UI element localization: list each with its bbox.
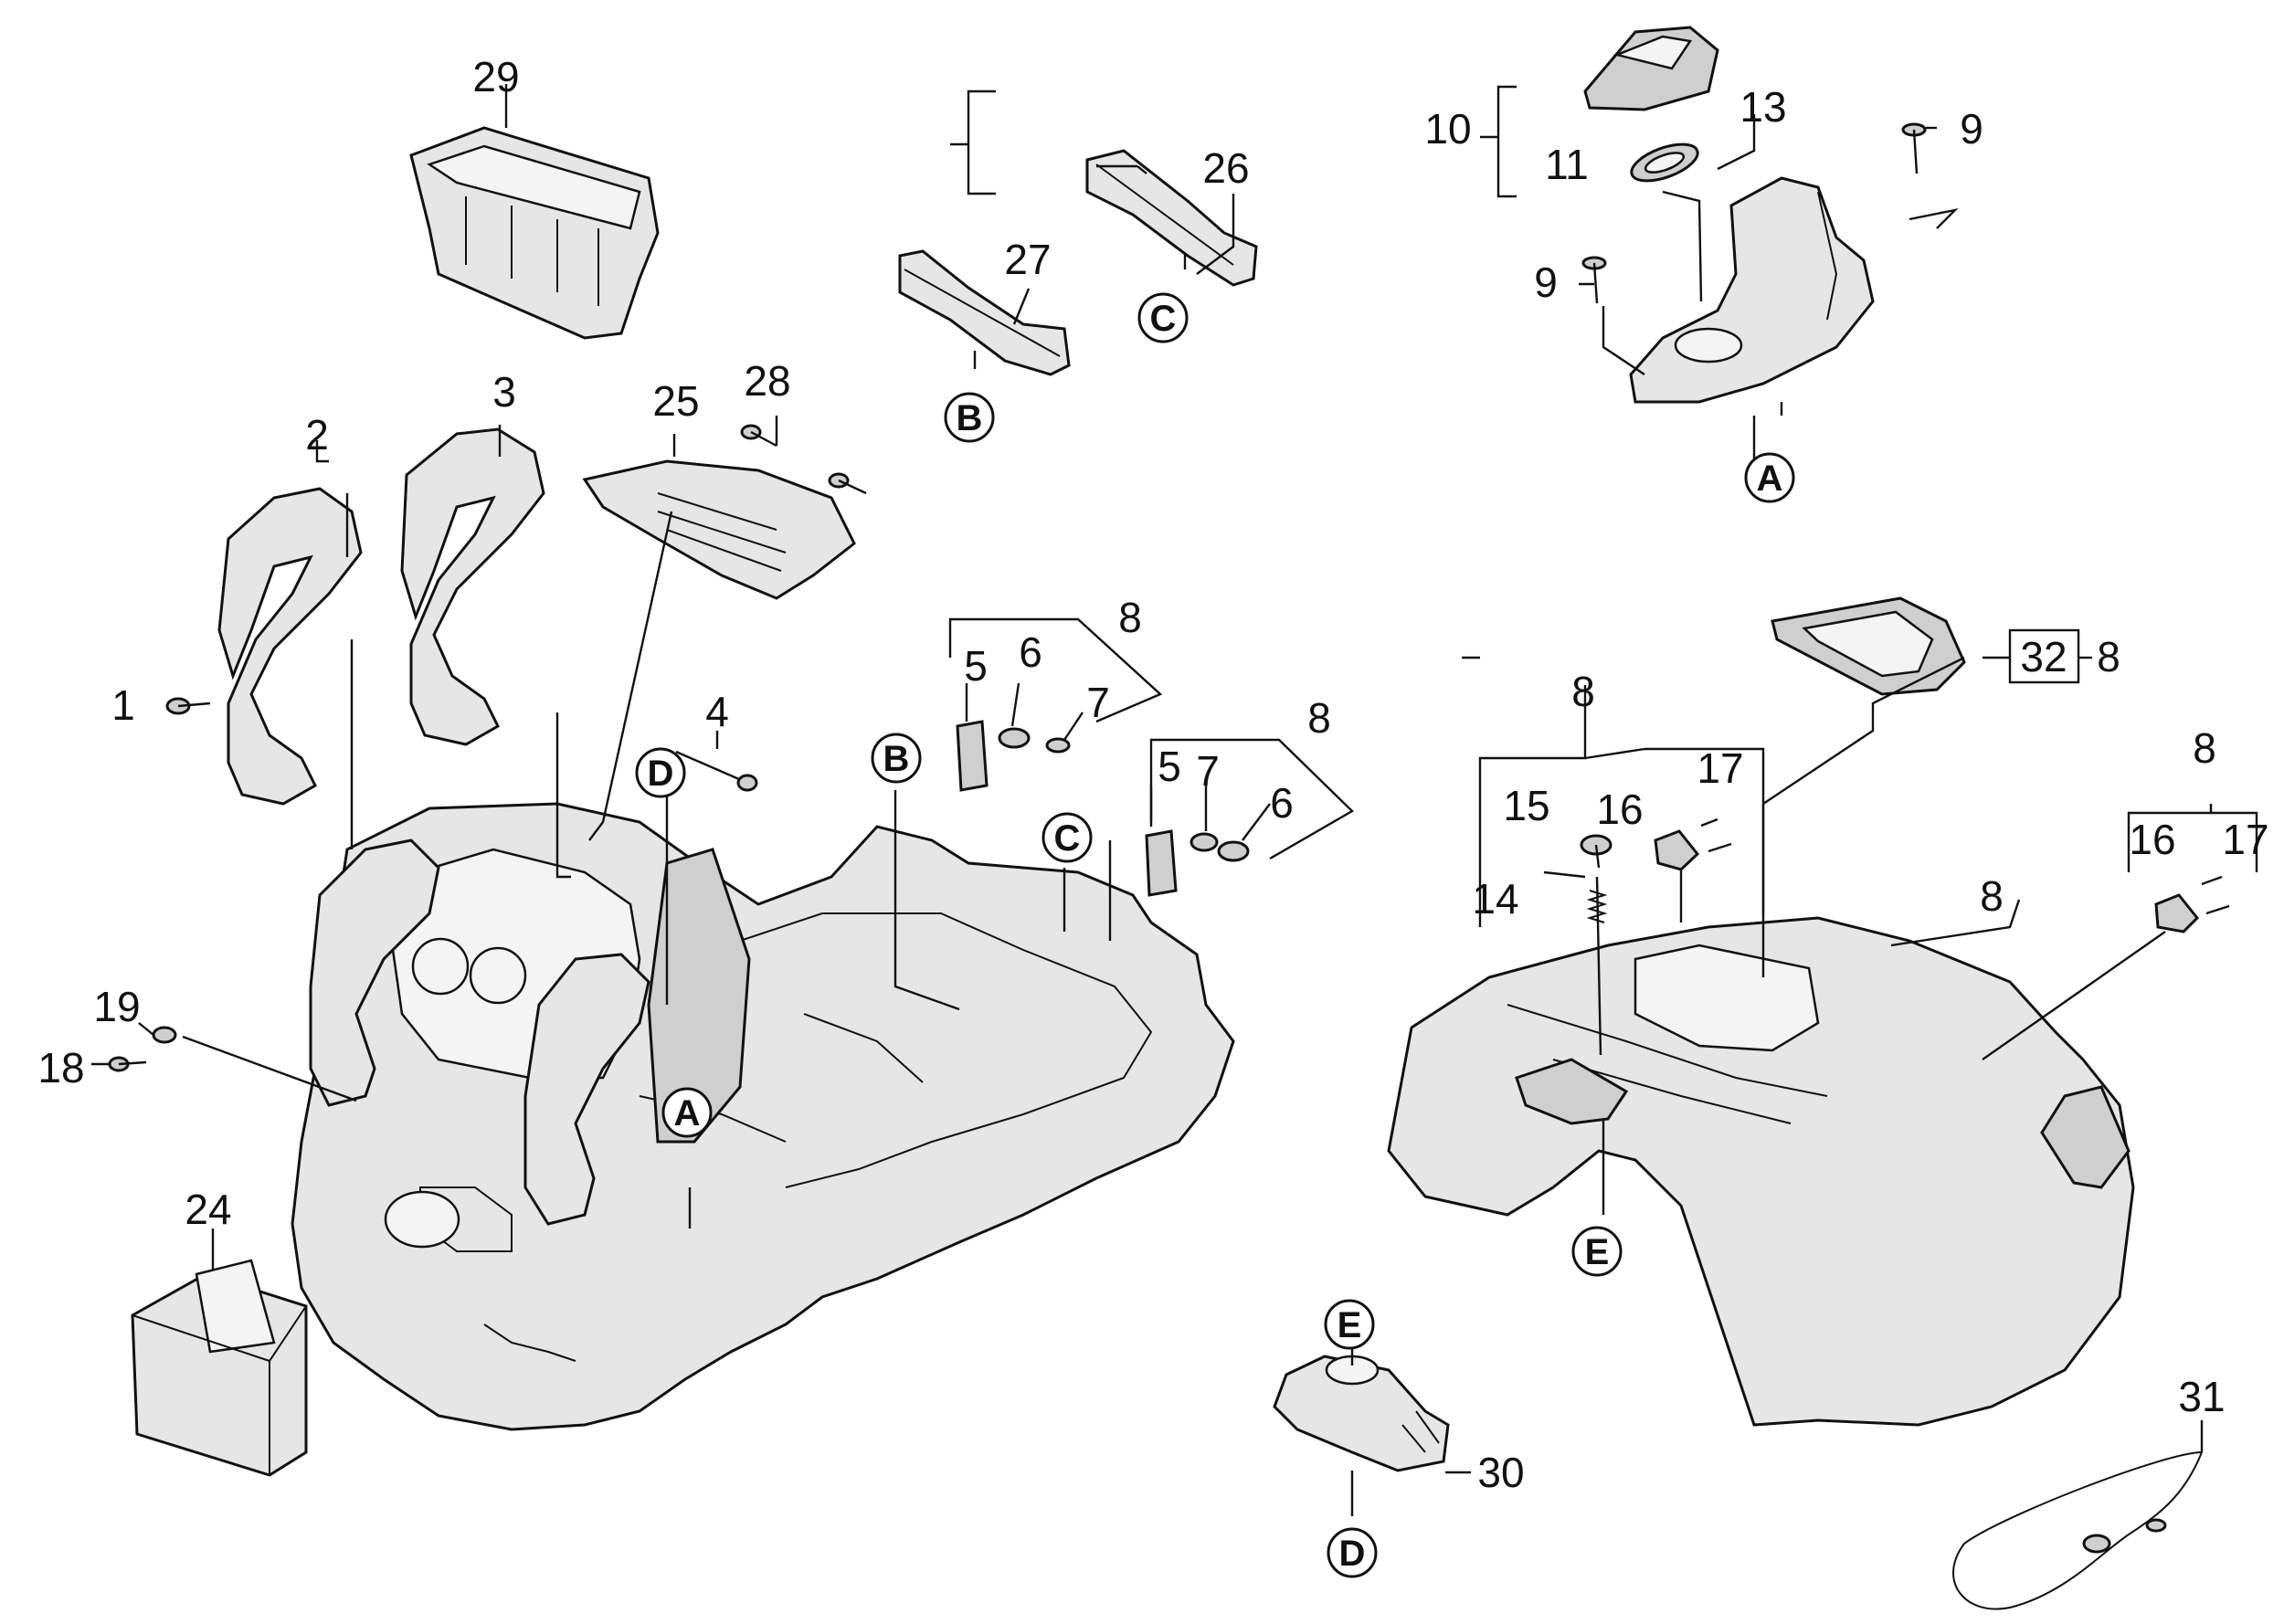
part-6-7-latch-pins-left xyxy=(998,727,1071,754)
label-11: 11 xyxy=(1545,141,1589,188)
handle-assembled-right xyxy=(523,953,650,1226)
svg-text:B: B xyxy=(883,739,910,779)
svg-text:D: D xyxy=(1339,1534,1366,1574)
part-13-housing xyxy=(1629,176,1875,404)
label-32: 32 xyxy=(2020,633,2067,680)
svg-text:A: A xyxy=(1757,459,1783,499)
part-5-latch-left xyxy=(956,720,989,792)
part-32-frame xyxy=(1771,596,1966,696)
label-9-right: 9 xyxy=(1960,105,1983,153)
part-15-button xyxy=(1580,834,1613,869)
label-5-right: 5 xyxy=(1158,743,1181,790)
label-15: 15 xyxy=(1503,782,1549,829)
label-8-frame: 8 xyxy=(2097,633,2120,680)
part-11-ring xyxy=(1630,142,1699,183)
label-8-mid-group: 8 xyxy=(1307,694,1331,742)
connector-D-base: D xyxy=(635,747,686,798)
svg-text:C: C xyxy=(1054,818,1081,859)
part-18-screw xyxy=(108,1056,147,1072)
connector-C-base: C xyxy=(1042,812,1093,863)
label-16-right: 16 xyxy=(2129,816,2175,863)
svg-text:E: E xyxy=(1338,1305,1362,1345)
center-panel xyxy=(647,848,751,1144)
label-1: 1 xyxy=(111,681,135,729)
part-4-pin xyxy=(675,750,758,792)
label-32-box xyxy=(2008,628,2092,684)
part-26-bracket xyxy=(1085,149,1258,287)
label-8-left-group: 8 xyxy=(1118,594,1142,641)
label-3: 3 xyxy=(492,368,516,416)
main-hood-cover xyxy=(1387,916,2135,1427)
label-7-left: 7 xyxy=(1086,679,1110,726)
label-17-left: 17 xyxy=(1697,744,1743,792)
connector-D-valve: D xyxy=(1327,1527,1378,1578)
svg-text:C: C xyxy=(1150,299,1177,339)
label-8-right-group: 8 xyxy=(2193,724,2216,772)
part-3-handle xyxy=(400,427,545,746)
label-10: 10 xyxy=(1424,105,1471,153)
label-24: 24 xyxy=(185,1186,231,1233)
label-4: 4 xyxy=(705,688,729,735)
connector-A-top: A xyxy=(1744,452,1795,503)
part-27-bracket xyxy=(898,249,1071,376)
label-13: 13 xyxy=(1739,83,1786,131)
label-18: 18 xyxy=(37,1044,84,1091)
part-25-cover xyxy=(582,459,856,600)
label-6-left: 6 xyxy=(1019,628,1042,676)
handle-assembled-left xyxy=(309,838,440,1107)
label-5-left: 5 xyxy=(964,642,988,690)
label-30: 30 xyxy=(1477,1449,1524,1496)
part-29-storage-tray xyxy=(409,126,660,340)
part-24-box xyxy=(131,1259,308,1477)
part-9-screw-right xyxy=(1901,122,1927,174)
connector-B-base: B xyxy=(871,733,922,784)
part-9-screw-left xyxy=(1581,256,1607,304)
part-2-handle xyxy=(217,487,363,806)
label-28: 28 xyxy=(744,357,790,405)
bracket-10-11 xyxy=(1480,85,1517,198)
part-6-7-latch-pins-right xyxy=(1190,832,1250,862)
part-5-latch-right xyxy=(1145,829,1178,897)
label-29: 29 xyxy=(472,53,519,100)
label-26: 26 xyxy=(1202,144,1249,192)
svg-text:D: D xyxy=(648,754,674,794)
part-31-cable xyxy=(1952,1451,2203,1610)
part-28-screws xyxy=(740,424,867,495)
label-6-right: 6 xyxy=(1270,779,1294,827)
label-19: 19 xyxy=(93,983,140,1030)
label-31: 31 xyxy=(2178,1373,2225,1420)
label-17-right: 17 xyxy=(2222,816,2268,863)
label-27: 27 xyxy=(1004,236,1051,283)
part-10-cap xyxy=(1583,26,1719,111)
leader-lines xyxy=(91,84,2258,1516)
part-17-pins-left xyxy=(1700,817,1732,853)
label-8-hood-side: 8 xyxy=(1980,872,2004,920)
connector-C-bracket: C xyxy=(1137,292,1189,343)
part-17-pins-right xyxy=(2201,875,2230,915)
part-19-washer xyxy=(152,1026,177,1044)
svg-text:A: A xyxy=(674,1093,701,1134)
label-14: 14 xyxy=(1472,875,1518,923)
svg-text:B: B xyxy=(957,398,983,438)
part-30-valve xyxy=(1273,1355,1450,1472)
label-2: 2 xyxy=(305,411,329,459)
part-16-clip-right xyxy=(2154,893,2200,933)
connector-E-hood: E xyxy=(1571,1226,1623,1277)
connector-E-valve: E xyxy=(1324,1299,1375,1350)
part-16-clip-left xyxy=(1654,829,1700,871)
label-8-hood-group: 8 xyxy=(1571,668,1595,715)
label-25: 25 xyxy=(652,377,699,425)
label-16-left: 16 xyxy=(1596,786,1643,833)
label-9-left: 9 xyxy=(1534,258,1558,306)
main-base-housing xyxy=(291,802,1235,1431)
svg-text:E: E xyxy=(1585,1232,1610,1272)
connector-B-bracket: B xyxy=(944,392,995,443)
label-7-right: 7 xyxy=(1196,747,1220,795)
part-1-screw xyxy=(165,697,211,715)
connector-A-base: A xyxy=(661,1087,713,1138)
callout-labels: 29 26 27 10 11 13 9 9 2 3 25 28 1 4 8 5 … xyxy=(37,53,2268,1496)
